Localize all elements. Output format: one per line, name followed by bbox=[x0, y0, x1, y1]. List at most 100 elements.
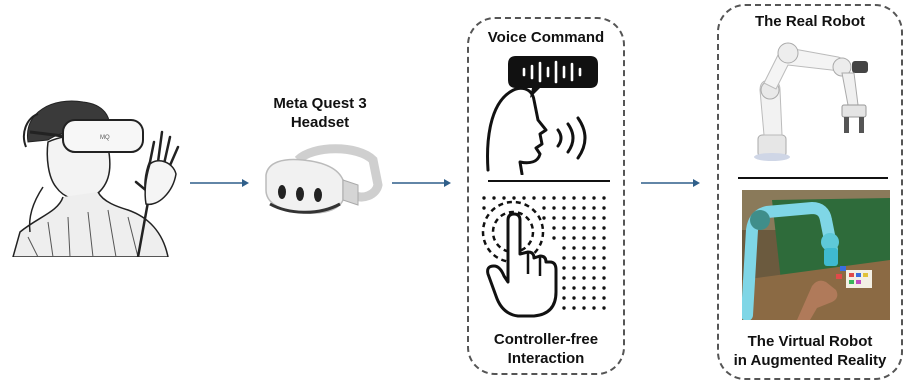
grid-dot bbox=[492, 196, 496, 200]
controller-free-title: Controller-free Interaction bbox=[467, 330, 625, 368]
grid-dot bbox=[582, 206, 586, 210]
grid-dot bbox=[582, 216, 586, 220]
grid-dot bbox=[572, 226, 576, 230]
arrow-person-to-headset bbox=[190, 177, 250, 189]
grid-dot bbox=[582, 246, 586, 250]
input-divider bbox=[488, 180, 610, 182]
virtual-robot-ar-image bbox=[742, 190, 890, 320]
grid-dot bbox=[602, 266, 606, 270]
arrow-inputs-to-robots bbox=[641, 177, 701, 189]
headset-title-line2: Headset bbox=[290, 114, 350, 131]
grid-dot bbox=[562, 306, 566, 310]
grid-dot bbox=[572, 296, 576, 300]
grid-dot bbox=[592, 226, 596, 230]
grid-dot bbox=[572, 196, 576, 200]
grid-dot bbox=[602, 196, 606, 200]
grid-dot bbox=[572, 286, 576, 290]
grid-dot bbox=[552, 226, 556, 230]
grid-dot bbox=[582, 236, 586, 240]
grid-dot bbox=[572, 266, 576, 270]
grid-dot bbox=[502, 196, 506, 200]
grid-dot bbox=[572, 256, 576, 260]
grid-dot bbox=[592, 276, 596, 280]
grid-dot bbox=[582, 286, 586, 290]
grid-dot bbox=[572, 246, 576, 250]
grid-dot bbox=[602, 246, 606, 250]
grid-dot bbox=[542, 206, 546, 210]
grid-dot bbox=[532, 196, 536, 200]
grid-dot bbox=[512, 196, 516, 200]
grid-dot bbox=[602, 226, 606, 230]
grid-dot bbox=[562, 266, 566, 270]
grid-dot bbox=[552, 236, 556, 240]
grid-dot bbox=[482, 196, 486, 200]
grid-dot bbox=[542, 196, 546, 200]
grid-dot bbox=[602, 236, 606, 240]
controller-free-title-line2: Interaction bbox=[507, 350, 585, 367]
grid-dot bbox=[572, 216, 576, 220]
grid-dot bbox=[592, 246, 596, 250]
grid-dot bbox=[602, 296, 606, 300]
grid-dot bbox=[562, 246, 566, 250]
grid-dot bbox=[582, 266, 586, 270]
grid-dot bbox=[562, 296, 566, 300]
grid-dot bbox=[582, 276, 586, 280]
grid-dot bbox=[542, 216, 546, 220]
grid-dot bbox=[572, 236, 576, 240]
grid-dot bbox=[592, 206, 596, 210]
grid-dot bbox=[562, 216, 566, 220]
virtual-robot-title: The Virtual Robot in Augmented Reality bbox=[717, 332, 903, 370]
grid-dot bbox=[572, 306, 576, 310]
virtual-robot-title-line2: in Augmented Reality bbox=[733, 352, 887, 369]
grid-dot bbox=[562, 196, 566, 200]
grid-dot bbox=[592, 196, 596, 200]
voice-command-icon bbox=[480, 50, 615, 175]
grid-dot bbox=[572, 276, 576, 280]
grid-dot bbox=[602, 256, 606, 260]
grid-dot bbox=[582, 296, 586, 300]
grid-dot bbox=[562, 206, 566, 210]
grid-dot bbox=[592, 306, 596, 310]
grid-dot bbox=[582, 226, 586, 230]
grid-dot bbox=[602, 286, 606, 290]
grid-dot bbox=[562, 286, 566, 290]
grid-dot bbox=[582, 196, 586, 200]
grid-dot bbox=[602, 306, 606, 310]
grid-dot bbox=[562, 256, 566, 260]
robot-output-box bbox=[717, 4, 903, 380]
grid-dot bbox=[592, 216, 596, 220]
headset-title: Meta Quest 3 Headset bbox=[250, 94, 390, 132]
voice-command-title: Voice Command bbox=[487, 29, 605, 46]
grid-dot bbox=[592, 266, 596, 270]
touch-gesture-icon bbox=[478, 192, 616, 320]
grid-dot bbox=[562, 226, 566, 230]
grid-dot bbox=[572, 206, 576, 210]
grid-dot bbox=[592, 256, 596, 260]
person-with-vr-headset-illustration: MQ bbox=[8, 92, 188, 257]
grid-dot bbox=[592, 296, 596, 300]
grid-dot bbox=[552, 206, 556, 210]
grid-dot bbox=[602, 276, 606, 280]
real-robot-image bbox=[738, 35, 888, 165]
grid-dot bbox=[602, 216, 606, 220]
grid-dot bbox=[582, 306, 586, 310]
grid-dot bbox=[552, 216, 556, 220]
grid-dot bbox=[562, 236, 566, 240]
arrow-headset-to-inputs bbox=[392, 177, 452, 189]
svg-text:MQ: MQ bbox=[100, 135, 110, 141]
headset-title-line1: Meta Quest 3 bbox=[273, 95, 367, 112]
grid-dot bbox=[552, 196, 556, 200]
grid-dot bbox=[522, 196, 526, 200]
controller-free-title-line1: Controller-free bbox=[493, 331, 599, 348]
grid-dot bbox=[592, 236, 596, 240]
grid-dot bbox=[592, 286, 596, 290]
grid-dot bbox=[482, 206, 486, 210]
robot-divider bbox=[738, 177, 888, 179]
virtual-robot-title-line1: The Virtual Robot bbox=[747, 333, 873, 350]
real-robot-title: The Real Robot bbox=[754, 13, 865, 30]
grid-dot bbox=[602, 206, 606, 210]
input-modalities-box bbox=[467, 17, 625, 375]
grid-dot bbox=[582, 256, 586, 260]
meta-quest-headset-image bbox=[258, 140, 388, 225]
grid-dot bbox=[562, 276, 566, 280]
